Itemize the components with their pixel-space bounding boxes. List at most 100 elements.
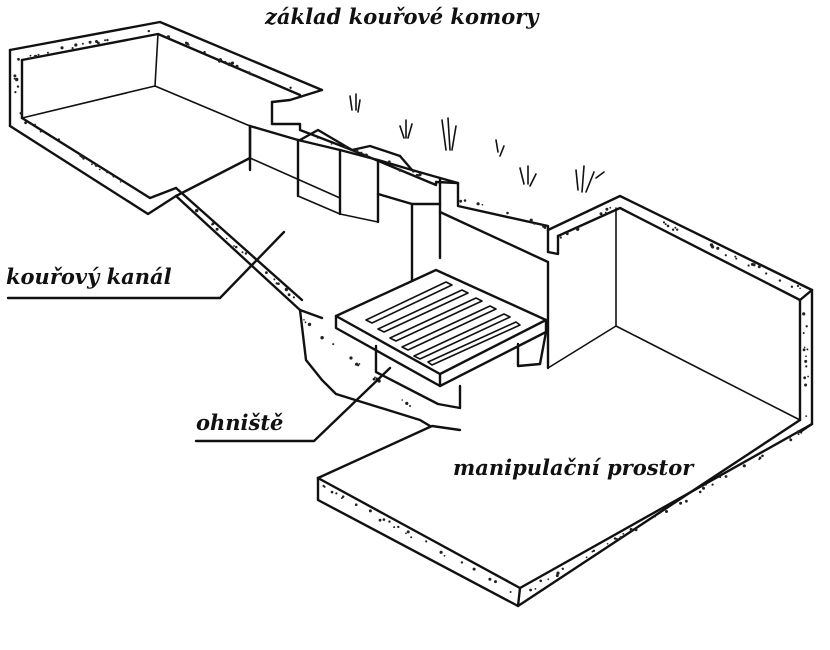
aggregate-dot	[747, 264, 750, 267]
aggregate-dot	[360, 151, 363, 154]
aggregate-dot	[556, 571, 560, 575]
aggregate-dot	[702, 486, 705, 490]
aggregate-dot	[106, 38, 109, 42]
aggregate-dot	[185, 42, 189, 46]
firebox-grate	[334, 268, 548, 410]
aggregate-dot	[805, 325, 808, 328]
aggregate-dot	[60, 46, 64, 50]
aggregate-dot	[559, 236, 562, 239]
aggregate-dot	[307, 322, 312, 327]
aggregate-dot	[803, 376, 807, 380]
aggregate-dot	[289, 86, 292, 90]
aggregate-dot	[711, 483, 714, 486]
aggregate-dot	[796, 430, 800, 434]
label-smoke-chamber-foundation: základ kouřové komory	[265, 4, 539, 29]
aggregate-dot	[316, 137, 319, 139]
aggregate-dot	[277, 282, 280, 286]
aggregate-dot	[724, 475, 728, 478]
aggregate-dot	[343, 145, 347, 149]
aggregate-dot	[629, 528, 633, 532]
aggregate-dot	[802, 332, 805, 334]
aggregate-dot	[382, 518, 386, 521]
aggregate-dot	[609, 206, 612, 209]
aggregate-dot	[227, 63, 231, 67]
aggregate-dot	[476, 202, 480, 206]
aggregate-dot	[664, 223, 667, 226]
aggregate-dot	[15, 77, 19, 82]
grass-tufts	[349, 93, 605, 193]
aggregate-dot	[97, 41, 100, 45]
aggregate-dot	[576, 227, 580, 231]
aggregate-dot	[709, 243, 714, 247]
aggregate-dot	[494, 580, 497, 584]
aggregate-dot	[425, 540, 428, 543]
aggregate-dot	[704, 483, 707, 486]
aggregate-dot	[37, 53, 40, 56]
aggregate-dot	[616, 538, 618, 540]
aggregate-dot	[42, 131, 44, 133]
aggregate-dot	[533, 222, 536, 225]
back-blocks	[438, 176, 560, 370]
aggregate-dot	[488, 577, 492, 581]
aggregate-dot	[119, 181, 122, 183]
aggregate-dot	[330, 143, 333, 145]
aggregate-dot	[349, 356, 353, 360]
aggregate-dot	[46, 51, 49, 54]
aggregate-dot	[323, 485, 326, 488]
aggregate-dot	[805, 365, 808, 368]
aggregate-dot	[409, 405, 411, 407]
aggregate-dot	[547, 578, 550, 581]
aggregate-dot	[742, 464, 746, 468]
aggregate-dot	[679, 501, 683, 505]
aggregate-dot	[418, 172, 422, 176]
aggregate-dot	[761, 454, 764, 458]
aggregate-dot	[398, 168, 402, 172]
aggregate-dot	[287, 293, 291, 297]
aggregate-dot	[622, 533, 625, 535]
aggregate-dot	[757, 265, 761, 269]
aggregate-dot	[24, 121, 27, 125]
aggregate-dot	[235, 64, 239, 68]
aggregate-dot	[724, 254, 727, 257]
aggregate-dot	[804, 383, 808, 387]
aggregate-dot	[460, 561, 464, 564]
aggregate-dot	[472, 567, 476, 571]
aggregate-dot	[355, 362, 359, 366]
aggregate-dot	[19, 111, 23, 115]
aggregate-dot	[561, 567, 564, 570]
aggregate-dot	[459, 200, 462, 202]
aggregate-dot	[378, 518, 382, 522]
aggregate-dot	[463, 199, 467, 202]
aggregate-dot	[401, 399, 404, 401]
aggregate-dot	[778, 279, 782, 282]
aggregate-dot	[234, 245, 238, 249]
aggregate-dot	[387, 160, 391, 164]
aggregate-dot	[17, 57, 20, 61]
aggregate-dot	[363, 153, 366, 156]
aggregate-dot	[273, 278, 276, 281]
aggregate-dot	[71, 47, 74, 50]
aggregate-dot	[98, 168, 101, 171]
aggregate-dot	[565, 232, 569, 236]
aggregate-dot	[606, 543, 609, 545]
aggregate-dot	[529, 588, 532, 592]
aggregate-dot	[332, 343, 335, 346]
aggregate-dot	[244, 252, 248, 255]
aggregate-dot	[665, 510, 668, 513]
aggregate-dot	[304, 321, 307, 324]
aggregate-dot	[604, 211, 607, 214]
aggregate-dot	[534, 588, 537, 590]
aggregate-dot	[104, 39, 106, 42]
label-firebox: ohniště	[196, 410, 284, 435]
aggregate-dot	[797, 433, 800, 436]
aggregate-dot	[91, 163, 93, 166]
aggregate-dot	[671, 228, 675, 231]
aggregate-dot	[412, 170, 415, 173]
aggregate-dot	[292, 296, 295, 299]
aggregate-dot	[34, 123, 36, 126]
aggregate-dot	[555, 574, 559, 578]
aggregate-dot	[241, 251, 244, 254]
aggregate-dot	[539, 579, 542, 583]
aggregate-dot	[796, 284, 800, 288]
aggregate-dot	[506, 211, 509, 215]
